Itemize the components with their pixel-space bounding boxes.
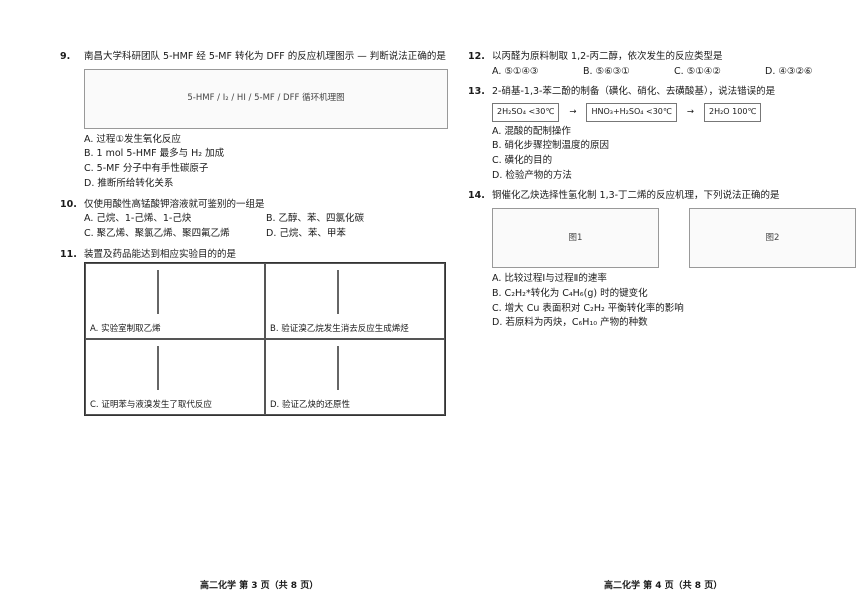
apparatus-caption: C. 证明苯与液溴发生了取代反应 <box>90 400 212 411</box>
apparatus-a: A. 实验室制取乙烯 <box>85 263 265 340</box>
question-14: 14.铜催化乙炔选择性氢化制 1,3-丁二烯的反应机理，下列说法正确的是 图1 … <box>468 189 856 331</box>
question-stem: 装置及药品能达到相应实验目的的是 <box>84 248 237 260</box>
option-c: C. 磺化的目的 <box>492 154 553 166</box>
option-a: A. 比较过程Ⅰ与过程Ⅱ的速率 <box>492 273 607 285</box>
apparatus-c: C. 证明苯与液溴发生了取代反应 <box>85 339 265 416</box>
question-stem: 铜催化乙炔选择性氢化制 1,3-丁二烯的反应机理，下列说法正确的是 <box>492 190 780 202</box>
left-page: 9. 南昌大学科研团队 5-HMF 经 5-MF 转化为 DFF 的反应机理图示 … <box>60 50 448 422</box>
apparatus-drawing <box>337 270 369 315</box>
apparatus-grid: A. 实验室制取乙烯 B. 验证溴乙烷发生消去反应生成烯烃 C. 证明苯与液溴发… <box>84 262 446 417</box>
figure-2: 图2 <box>689 208 856 269</box>
option-c: C. 聚乙烯、聚氯乙烯、聚四氟乙烯 <box>84 228 230 240</box>
option-b: B. ⑤⑥③① <box>583 65 630 77</box>
page-footer: 高二化学 第 4 页（共 8 页） <box>604 581 723 591</box>
option-a: A. 混酸的配制操作 <box>492 125 571 137</box>
apparatus-b: B. 验证溴乙烷发生消去反应生成烯烃 <box>265 263 445 340</box>
option-a: A. 过程①发生氧化反应 <box>84 133 181 145</box>
figure-1: 图1 <box>492 208 659 269</box>
option-d: D. ④③②⑥ <box>765 65 813 77</box>
apparatus-drawing <box>157 346 189 391</box>
question-number: 14. <box>468 190 485 202</box>
option-d: D. 检验产物的方法 <box>492 169 572 181</box>
right-page: 12. 以丙醛为原料制取 1,2-丙二醇，依次发生的反应类型是 A. ⑤①④③ B… <box>468 50 856 337</box>
question-stem: 仅使用酸性高锰酸钾溶液就可鉴别的一组是 <box>84 198 265 210</box>
option-d: D. 己烷、苯、甲苯 <box>266 228 346 240</box>
question-number: 11. <box>60 248 77 260</box>
option-b: B. 乙醇、苯、四氯化碳 <box>266 213 365 225</box>
apparatus-drawing <box>157 270 189 315</box>
option-b: B. C₂H₂*转化为 C₄H₆(g) 时的键变化 <box>492 287 648 299</box>
question-13: 13. 2-硝基-1,3-苯二酚的制备（磺化、硝化、去磺酸基），说法错误的是 2H… <box>468 85 856 183</box>
apparatus-d: D. 验证乙炔的还原性 <box>265 339 445 416</box>
apparatus-caption: A. 实验室制取乙烯 <box>90 324 161 335</box>
option-c: C. 5-MF 分子中有手性碳原子 <box>84 163 209 175</box>
question-number: 12. <box>468 51 485 62</box>
apparatus-drawing <box>337 346 369 391</box>
question-9: 9. 南昌大学科研团队 5-HMF 经 5-MF 转化为 DFF 的反应机理图示 … <box>60 50 448 192</box>
question-number: 10. <box>60 198 77 210</box>
option-c: C. 增大 Cu 表面积对 C₂H₂ 平衡转化率的影响 <box>492 302 684 314</box>
mechanism-figure: 5-HMF / I₂ / HI / 5-MF / DFF 循环机理图 <box>84 68 448 129</box>
question-stem: 以丙醛为原料制取 1,2-丙二醇，依次发生的反应类型是 <box>492 51 723 62</box>
question-number: 9. <box>60 51 71 62</box>
reaction-step: HNO₃+H₂SO₄ <30℃ <box>586 103 677 122</box>
option-d: D. 若原料为丙炔，C₆H₁₀ 产物的种数 <box>492 317 648 329</box>
option-c: C. ⑤①④② <box>674 65 721 77</box>
question-number: 13. <box>468 86 485 98</box>
option-b: B. 1 mol 5-HMF 最多与 H₂ 加成 <box>84 148 225 160</box>
question-stem: 2-硝基-1,3-苯二酚的制备（磺化、硝化、去磺酸基），说法错误的是 <box>492 86 776 98</box>
reaction-step: 2H₂SO₄ <30℃ <box>492 103 560 122</box>
reaction-step: 2H₂O 100℃ <box>703 103 762 122</box>
option-a: A. ⑤①④③ <box>492 65 539 77</box>
option-b: B. 硝化步骤控制温度的原因 <box>492 140 610 152</box>
question-12: 12. 以丙醛为原料制取 1,2-丙二醇，依次发生的反应类型是 A. ⑤①④③ B… <box>468 50 856 79</box>
question-10: 10. 仅使用酸性高锰酸钾溶液就可鉴别的一组是 A. 己烷、1-己烯、1-己炔 B… <box>60 198 448 242</box>
option-d: D. 推断所给转化关系 <box>84 177 174 189</box>
apparatus-caption: D. 验证乙炔的还原性 <box>270 400 350 411</box>
question-11: 11. 装置及药品能达到相应实验目的的是 A. 实验室制取乙烯 B. 验证溴乙烷发… <box>60 248 448 417</box>
apparatus-caption: B. 验证溴乙烷发生消去反应生成烯烃 <box>270 324 409 335</box>
option-a: A. 己烷、1-己烯、1-己炔 <box>84 213 192 225</box>
page-footer: 高二化学 第 3 页（共 8 页） <box>200 581 319 591</box>
reaction-scheme: 2H₂SO₄ <30℃→ HNO₃+H₂SO₄ <30℃→ 2H₂O 100℃ <box>468 103 856 122</box>
question-stem: 南昌大学科研团队 5-HMF 经 5-MF 转化为 DFF 的反应机理图示 — … <box>84 51 446 62</box>
